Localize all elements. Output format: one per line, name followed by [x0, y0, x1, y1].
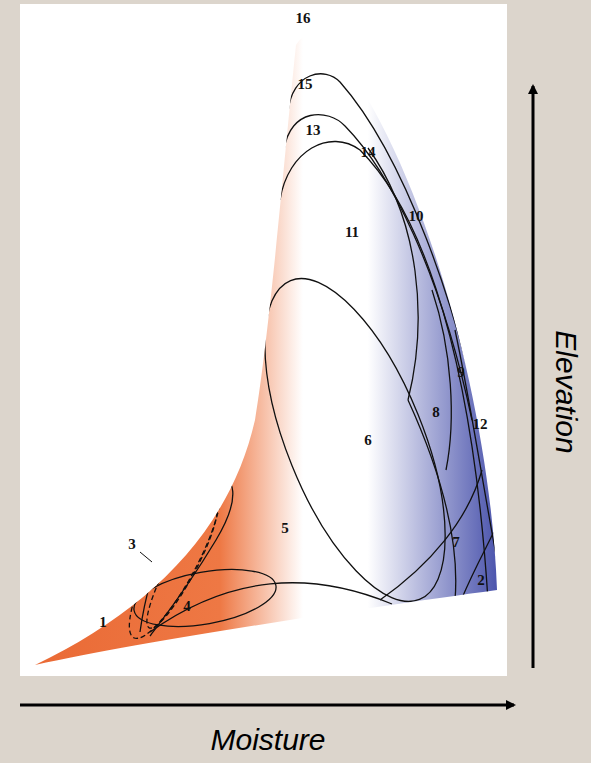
callout-number: 14 [361, 145, 376, 160]
callout-number: 10 [409, 209, 424, 224]
callout-number: 4 [183, 599, 191, 614]
callout-number: 6 [364, 433, 372, 448]
callout-number: 2 [477, 573, 485, 588]
callout-number: 1 [99, 615, 107, 630]
axis-label: Elevation [551, 330, 581, 453]
callout-number: 15 [298, 77, 313, 92]
callout-number: 11 [345, 225, 359, 240]
callout-number: 12 [473, 417, 488, 432]
callout-number: 3 [128, 537, 136, 552]
axis-label: Moisture [210, 725, 325, 755]
callout-number: 7 [452, 535, 460, 550]
callout-number: 13 [306, 123, 321, 138]
callout-number: 9 [457, 365, 465, 380]
callout-number: 8 [432, 405, 440, 420]
callout-number: 16 [296, 11, 311, 26]
callout-number: 5 [281, 521, 289, 536]
